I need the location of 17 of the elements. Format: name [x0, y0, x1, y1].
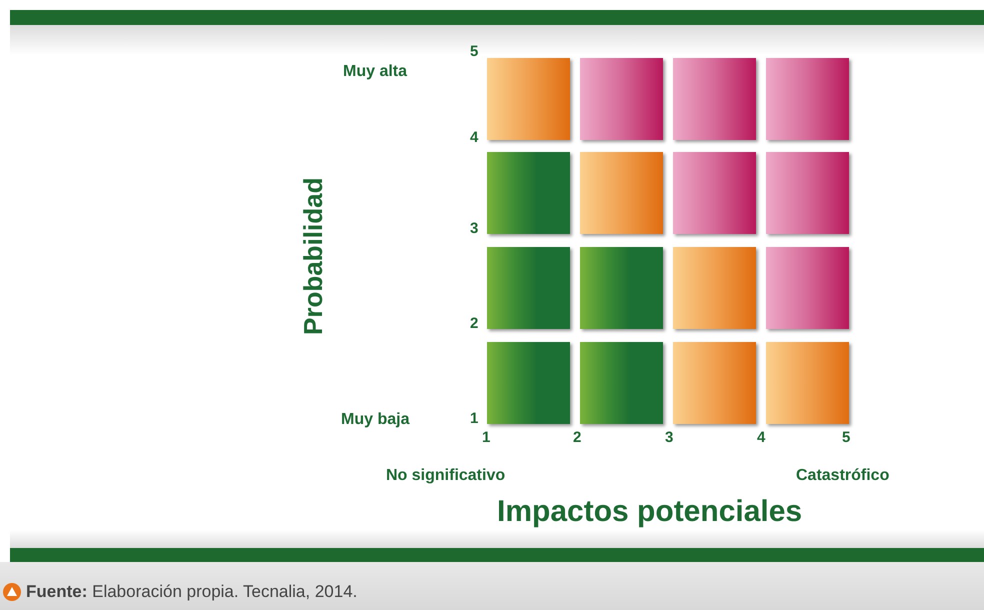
axis-end-label: Muy baja [341, 412, 410, 428]
axis-tick-label: 2 [573, 430, 582, 445]
axis-title: Probabilidad [300, 178, 326, 335]
axis-tick-label: 2 [470, 316, 478, 331]
axis-tick-label: 4 [757, 430, 766, 445]
axis-end-label: Muy alta [343, 64, 408, 80]
axis-tick-label: 3 [470, 221, 478, 236]
axis-tick-label: 5 [842, 430, 850, 445]
source-caption: Fuente: Elaboración propia. Tecnalia, 2014. [26, 583, 358, 602]
axis-tick-label: 1 [482, 430, 490, 445]
axis-tick-label: 1 [470, 411, 478, 426]
axis-end-label: No significativo [386, 468, 506, 484]
axis-tick-label: 5 [470, 44, 478, 59]
axis-tick-label: 3 [665, 430, 674, 445]
axis-title: Impactos potenciales [497, 497, 802, 527]
axis-end-label: Catastrófico [796, 468, 890, 484]
axis-tick-label: 4 [470, 130, 478, 145]
